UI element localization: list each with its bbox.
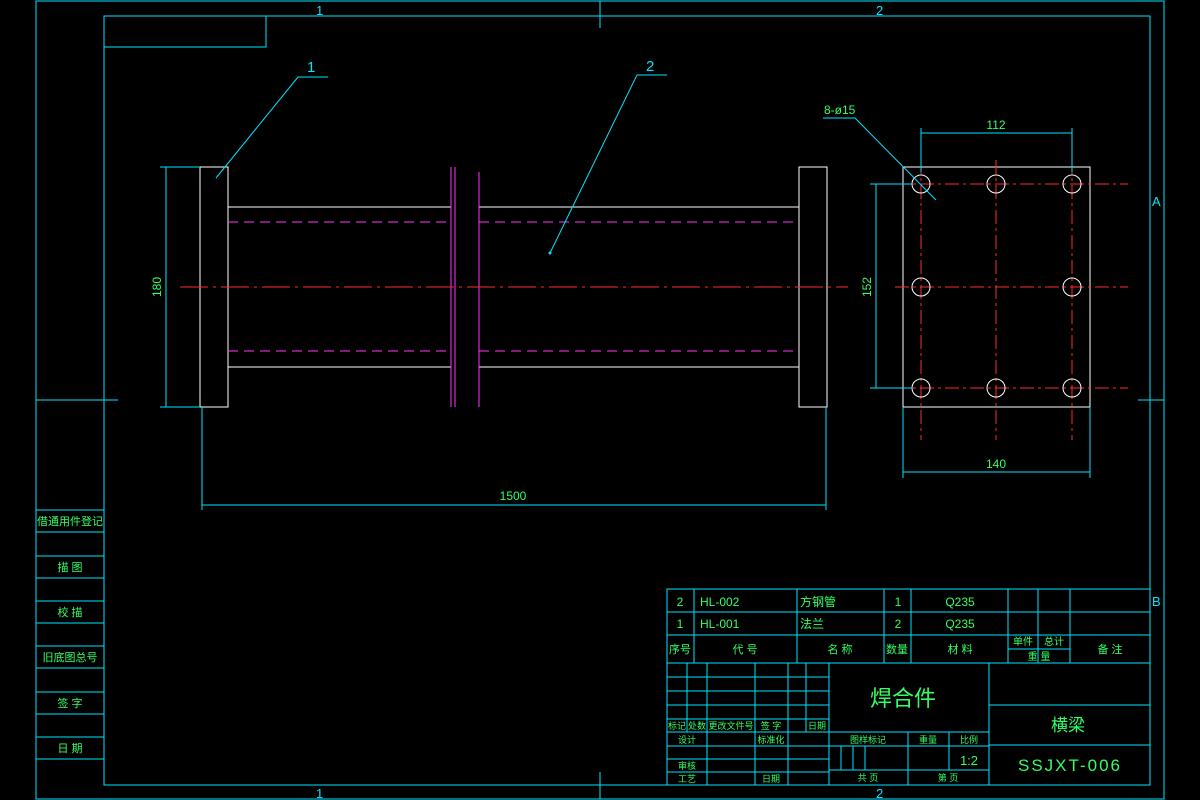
leader-dot: [548, 251, 552, 255]
dim-text-180: 180: [150, 277, 164, 297]
side-block-label: 借通用件登记: [37, 514, 103, 528]
bom-header-total: 总计: [1044, 635, 1064, 648]
side-block-label: 签 字: [57, 696, 82, 710]
leader-part-2: [549, 74, 667, 254]
drawing-title: 焊合件: [870, 686, 936, 711]
zone-label-right-a: A: [1152, 194, 1161, 209]
tb-label-total-sheets: 共 页: [858, 773, 879, 783]
bom-table: 2 HL-002 方钢管 1 Q235 1 HL-001 法兰 2 Q235 序…: [666, 588, 1151, 664]
tb-label-review: 审核: [678, 760, 696, 771]
bolt-hole: [1062, 277, 1082, 297]
tb-label-approve: 日期: [762, 774, 780, 784]
tb-label-process: 工艺: [678, 774, 696, 784]
title-block: 标记 处数 更改文件号 签 字 日期 设计 标准化 审核 工艺 日期 图样标记 …: [666, 662, 1151, 786]
side-block-3: [35, 600, 105, 624]
balloon-part-1: 1: [307, 59, 315, 76]
bom-cell-name: 法兰: [800, 617, 824, 631]
bom-cell-qty: 2: [895, 617, 902, 631]
bom-header-qty: 数量: [886, 643, 908, 656]
zone-label-bottom-1: 1: [316, 786, 323, 800]
tb-label-sheet-no: 第 页: [938, 772, 959, 783]
bom-cell-name: 方钢管: [800, 594, 836, 609]
bom-cell-code: HL-002: [700, 595, 740, 609]
tb-label-count: 处数: [688, 720, 706, 731]
tb-label-sign: 签 字: [761, 720, 782, 731]
bolt-hole: [911, 277, 931, 297]
side-blocks: [35, 509, 105, 760]
side-block-label: 校 描: [57, 605, 82, 619]
bom-cell-material: Q235: [945, 595, 975, 609]
leader-part-1: [215, 76, 328, 179]
zone-label-bottom-2: 2: [876, 786, 883, 800]
tb-label-mark: 标记: [668, 720, 686, 731]
zone-label-right-b: B: [1152, 594, 1161, 609]
side-block-2: [35, 555, 105, 579]
drawing-number: SSJXT-006: [1018, 756, 1122, 775]
side-block-label: 日 期: [57, 742, 82, 755]
side-block-5: [35, 691, 105, 715]
flange-centerlines: [895, 160, 1128, 440]
dim-text-152: 152: [860, 277, 874, 297]
bom-cell-code: HL-001: [700, 617, 740, 631]
tb-label-stage-mark: 图样标记: [850, 734, 886, 745]
dim-text-1500: 1500: [500, 489, 527, 503]
balloon-part-2: 2: [646, 58, 654, 75]
leader-lines: [215, 74, 667, 254]
side-block-labels: 借通用件登记 描 图 校 描 旧底图总号 签 字 日 期: [37, 514, 103, 755]
bolt-hole: [986, 174, 1006, 194]
bom-header-weight: 重 量: [1028, 650, 1051, 663]
tb-label-date: 日期: [808, 721, 826, 731]
corner-stamp-box: [103, 15, 267, 48]
bolt-hole: [986, 378, 1006, 398]
tb-label-weight: 重量: [919, 734, 937, 745]
bolt-holes: [911, 174, 1082, 398]
zone-labels: 1 2 1 2 A B: [316, 3, 1161, 800]
flange-dimensions: [823, 117, 1091, 478]
front-dimensions: [160, 166, 827, 510]
bom-cell-no: 1: [677, 617, 684, 631]
bom-cell-qty: 1: [895, 595, 902, 609]
bom-header-unit: 单件: [1013, 636, 1033, 648]
bolt-hole: [1062, 174, 1082, 194]
side-block-4: [35, 645, 105, 669]
bom-header-material: 材 料: [947, 642, 972, 656]
bom-header-remark: 备 注: [1097, 642, 1122, 656]
leader-hole-note: [823, 117, 937, 201]
bolt-hole: [1062, 378, 1082, 398]
sheet-borders: [35, 0, 1165, 800]
tb-label-design: 设计: [678, 734, 696, 745]
tb-label-standardize: 标准化: [757, 734, 784, 745]
zone-label-top-2: 2: [876, 3, 883, 18]
hidden-lines: [228, 221, 799, 352]
tb-label-change-doc: 更改文件号: [708, 720, 753, 731]
front-view: 180 1500 1 2: [150, 58, 848, 510]
dim-text-140: 140: [986, 457, 1006, 471]
zone-label-top-1: 1: [316, 3, 323, 18]
part-name: 横梁: [1051, 716, 1085, 735]
flange-view: 112 152 140 8-ø15: [823, 103, 1128, 478]
bom-header-code: 代 号: [732, 643, 757, 656]
hole-note: 8-ø15: [824, 103, 856, 117]
side-block-6: [35, 736, 105, 760]
bom-header-no: 序号: [669, 642, 691, 656]
side-block-label: 描 图: [57, 560, 82, 574]
side-block-1: [35, 509, 105, 533]
bom-header-name: 名 称: [827, 642, 852, 656]
bom-cell-no: 2: [677, 595, 684, 609]
tb-label-scale: 比例: [960, 734, 978, 745]
scale-value: 1:2: [960, 753, 978, 768]
side-block-label: 旧底图总号: [43, 650, 98, 664]
dim-text-112: 112: [986, 118, 1005, 132]
bom-cell-material: Q235: [945, 617, 975, 631]
